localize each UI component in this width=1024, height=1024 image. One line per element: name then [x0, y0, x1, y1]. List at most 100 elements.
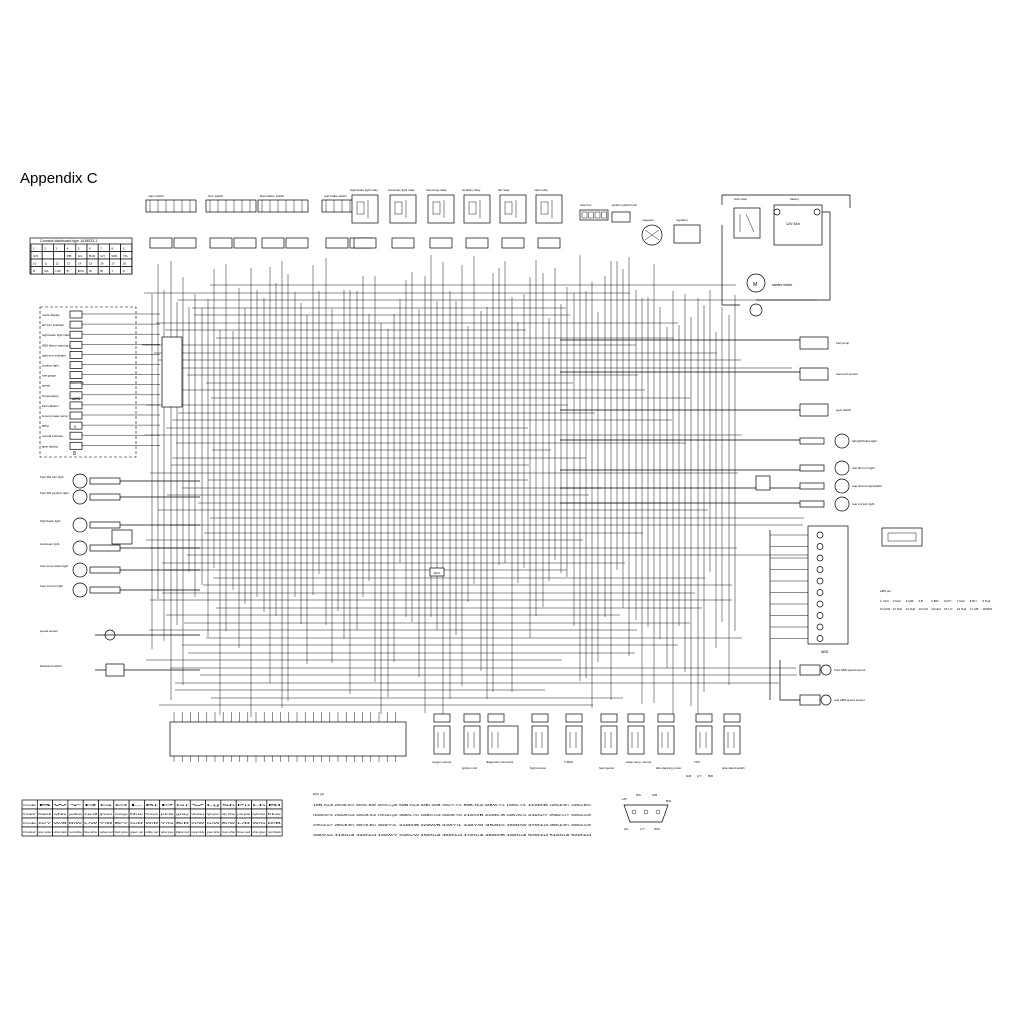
color-code-value: Y — [69, 803, 82, 807]
color-code-value: yellow — [69, 812, 83, 816]
connector-colors: G/R L/Y B/R — [686, 774, 714, 778]
bottom-component: idle stepping motor — [656, 713, 681, 770]
color-code-value: brown white — [222, 830, 235, 834]
color-code-value: brown — [145, 812, 159, 816]
ecu-pin-entry: 33#Y/L — [442, 823, 463, 827]
wire-color-0: G/R — [686, 774, 692, 778]
color-code-value: black — [38, 812, 52, 816]
dash-table-value: Br/G — [78, 269, 85, 273]
ecu-pin-entry: 23#L/W-G — [507, 813, 528, 817]
start-relay-label: start relay — [734, 197, 748, 201]
dash-table-value: 2 — [44, 247, 46, 251]
abs-pin-entry: 13.Null — [918, 607, 928, 611]
dash-table-value: G/L — [44, 269, 49, 273]
indicator-lamp — [69, 441, 83, 450]
motor-symbol: M — [753, 282, 757, 288]
color-code-value: sky blue — [222, 812, 235, 816]
relay-label: fan relay — [498, 188, 510, 192]
indicator-lamp — [69, 401, 83, 410]
color-code-value: G/R — [130, 821, 145, 825]
indicator-lamp — [69, 371, 83, 379]
relay-label: auxiliary relay — [462, 188, 481, 192]
color-code-value: black red — [176, 830, 189, 834]
left-component-label: front RH position light — [40, 491, 69, 495]
page-title: Appendix C — [20, 170, 98, 187]
right-component: front ABS speed sensor — [799, 664, 866, 676]
right-component-label: tail light/brake light — [852, 439, 877, 443]
diagnostic-connector-pinout: L/R W/L G/B B/G G/L L/Y W/G — [622, 793, 672, 831]
diag-top-1: W/L — [636, 793, 642, 797]
dash-table-value: B — [67, 269, 69, 273]
abs-pin — [816, 600, 824, 608]
left-component-label: front RH turn light — [40, 475, 64, 479]
bottom-component: ignition coil — [462, 713, 481, 770]
ecu-pin-entry: 26#Null-G/W — [571, 813, 591, 817]
dash-table-value: 3 — [55, 247, 57, 251]
ecu-pin-entry: 42#Null — [356, 833, 377, 837]
ecu-pin-entry: 6#Br-W/B — [421, 803, 441, 807]
ecu-pin-entry: 29#Y/R-B/G — [356, 823, 377, 827]
abs-pin — [816, 531, 824, 539]
ecu-pin-entry: 2#O/B-P/O — [335, 803, 356, 807]
left-component: speed sensor — [40, 629, 116, 641]
abs-pin-entry: 17.L/B — [970, 607, 979, 611]
indicator-label: H-temp water temp — [42, 414, 68, 418]
right-component-label: front ABS speed sensor — [834, 668, 866, 672]
ecu-pin-entry: 30#Y/L — [378, 823, 399, 827]
magneto: magneto — [641, 218, 663, 246]
dash-table-value: 13 — [67, 262, 71, 266]
color-code-value: L/R — [237, 821, 252, 825]
sensor-body — [487, 725, 519, 755]
indicator-label: ABS failure warning indicator — [42, 343, 81, 347]
start-relay: start relay — [733, 197, 761, 239]
ecu-pin-entry: 34#Y/R — [464, 823, 486, 827]
wire — [721, 194, 851, 301]
abs-pin-entry: 10.G/W — [880, 607, 890, 611]
right-component-label: rear ABS speed sensor — [834, 698, 865, 702]
indicator-lamp — [69, 351, 83, 359]
color-code-value: green white — [207, 830, 220, 834]
abs-pin-entry: 16.Null — [957, 607, 967, 611]
color-code-value: blue red — [237, 830, 250, 834]
dash-table-value: W/R — [111, 254, 118, 258]
ecu-pin-entry: 14#W/B-W/Y/G — [313, 813, 334, 817]
temp-display: 88℃ — [72, 397, 81, 401]
color-code-value: black yellow — [115, 830, 129, 834]
left-component: front LH turn light — [40, 582, 121, 598]
bottom-component-label: high tension — [530, 766, 547, 770]
ecu-pin-entry: 35#O — [485, 823, 507, 827]
dash-table-value: 8 — [111, 247, 113, 251]
right-component-label: fuel pump — [836, 341, 850, 345]
diag-bot-2: W/G — [654, 827, 661, 831]
color-code-value: L — [130, 803, 146, 807]
abs-pin — [816, 635, 824, 642]
wire — [721, 225, 740, 306]
dash-table-value: 11 — [44, 262, 47, 266]
left-component: low-beam light — [40, 540, 121, 556]
abs-pin — [816, 566, 824, 573]
ecu-pin-entry: 50#Null — [528, 833, 549, 837]
color-code-value: R/W — [69, 821, 82, 825]
indicator-label: gear display — [42, 444, 59, 448]
sensor-body — [627, 725, 645, 755]
ecu-pin-entry: 5#B-Null — [399, 803, 420, 807]
color-code-value: W — [54, 803, 68, 807]
color-code-value: red white — [69, 830, 82, 834]
left-component: kickstand switch — [40, 663, 125, 677]
ecu-pin-entry: 47#Null — [464, 833, 485, 837]
dash-table-value: 5 — [78, 247, 80, 251]
right-component: gear switch — [799, 403, 852, 417]
right-component-label: rear LH turn light — [852, 502, 875, 506]
bulb-icon — [834, 478, 850, 494]
abs-pin — [816, 554, 824, 562]
left-component-label: low-beam light — [40, 542, 60, 546]
ecu-pin-entry: 49#Null — [507, 833, 528, 837]
dash-table-value: 14 — [78, 262, 82, 266]
sensor-body — [600, 725, 618, 755]
color-code-value: O — [115, 803, 132, 807]
dash-table-value: 4 — [67, 247, 69, 251]
ecu-pin-entry: 48#R/B — [485, 833, 505, 837]
